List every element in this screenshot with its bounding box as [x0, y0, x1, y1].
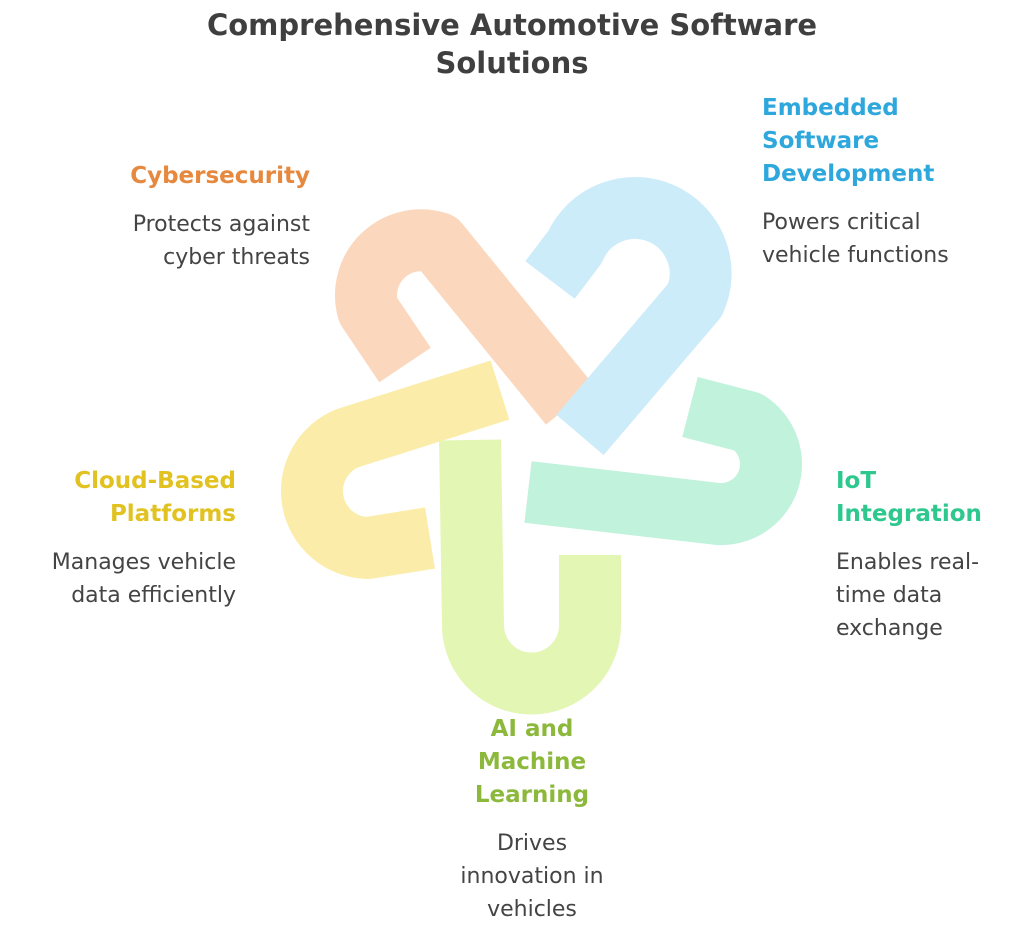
heading-line: Cloud-Based	[74, 468, 236, 494]
ai-machine-learning-description: Drives innovation in vehicles	[412, 827, 652, 926]
description-line: time data	[836, 583, 943, 608]
description-line: Manages vehicle	[51, 550, 236, 575]
embedded-software-block: Embedded Software Development Powers cri…	[762, 92, 1012, 272]
heading-line: Software	[762, 128, 880, 154]
description-line: Powers critical	[762, 210, 921, 235]
description-line: Drives	[496, 831, 568, 856]
description-line: vehicle functions	[762, 243, 949, 268]
ai-machine-learning-block: AI and Machine Learning Drives innovatio…	[412, 713, 652, 926]
title-line-1: Comprehensive Automotive Software	[206, 8, 818, 42]
description-line: Enables real-	[836, 550, 980, 575]
description-line: exchange	[836, 616, 943, 641]
cybersecurity-block: Cybersecurity Protects against cyber thr…	[30, 160, 310, 274]
diagram-title: Comprehensive Automotive Software Soluti…	[0, 6, 1024, 82]
description-line: data efficiently	[71, 583, 236, 608]
iot-integration-heading: IoT Integration	[836, 465, 1016, 531]
cloud-platforms-description: Manages vehicle data efficiently	[8, 546, 236, 612]
loop-embedded	[525, 176, 732, 456]
heading-line: IoT	[836, 468, 877, 494]
cybersecurity-heading: Cybersecurity	[30, 160, 310, 193]
iot-integration-block: IoT Integration Enables real- time data …	[836, 465, 1016, 645]
heading-line: Machine	[477, 749, 587, 775]
title-line-2: Solutions	[435, 46, 589, 80]
description-line: cyber threats	[163, 245, 310, 270]
cybersecurity-description: Protects against cyber threats	[30, 208, 310, 274]
loop-cloud	[280, 360, 510, 579]
loop-ai	[439, 439, 621, 715]
heading-line: Integration	[836, 501, 982, 527]
cloud-platforms-block: Cloud-Based Platforms Manages vehicle da…	[8, 465, 236, 612]
embedded-software-description: Powers critical vehicle functions	[762, 206, 1012, 272]
cloud-platforms-heading: Cloud-Based Platforms	[8, 465, 236, 531]
heading-line: AI and	[490, 716, 574, 742]
heading-line: Learning	[474, 782, 590, 808]
embedded-software-heading: Embedded Software Development	[762, 92, 1012, 191]
description-line: vehicles	[487, 897, 577, 922]
ai-machine-learning-heading: AI and Machine Learning	[412, 713, 652, 812]
loop-iot	[524, 376, 802, 546]
description-line: innovation in	[460, 864, 604, 889]
heading-line: Embedded	[762, 95, 899, 121]
heading-line: Development	[762, 161, 935, 187]
iot-integration-description: Enables real- time data exchange	[836, 546, 1016, 645]
heading-line: Cybersecurity	[130, 163, 310, 189]
description-line: Protects against	[132, 212, 310, 237]
heading-line: Platforms	[109, 501, 236, 527]
loop-cyber	[335, 209, 595, 425]
